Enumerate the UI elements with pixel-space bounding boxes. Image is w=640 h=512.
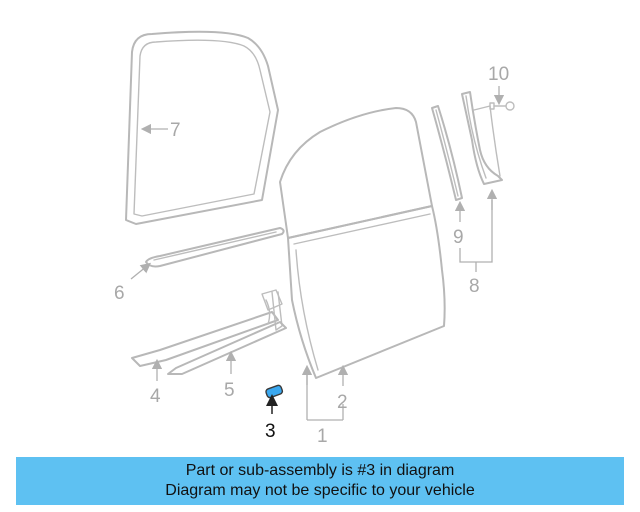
callout-2: 2 [337,392,348,413]
info-banner: Part or sub-assembly is #3 in diagram Di… [16,457,624,505]
callout-5: 5 [224,380,235,401]
callout-8: 8 [469,276,480,297]
callout-6: 6 [114,283,125,304]
belt-molding-part-6 [145,227,285,268]
parts-diagram: 7 6 1 2 4 5 3 9 [114,30,515,447]
run-channel-part-5 [167,321,287,375]
clip-part-3 [265,384,284,399]
screw-part-10 [489,101,515,111]
callout-10: 10 [488,64,509,85]
callout-1: 1 [317,426,328,447]
window-regulator-part-4 [131,289,283,367]
front-run-channel-part-9 [431,105,463,201]
door-glass-part-1 [279,107,446,379]
banner-line-part-number: Part or sub-assembly is #3 in diagram [185,462,455,479]
callout-3: 3 [265,421,276,442]
banner-line-disclaimer: Diagram may not be specific to your vehi… [165,482,475,499]
callout-9: 9 [453,227,464,248]
door-weatherstrip-part-7 [125,30,279,225]
callout-4: 4 [150,386,161,407]
callout-7: 7 [170,120,181,141]
